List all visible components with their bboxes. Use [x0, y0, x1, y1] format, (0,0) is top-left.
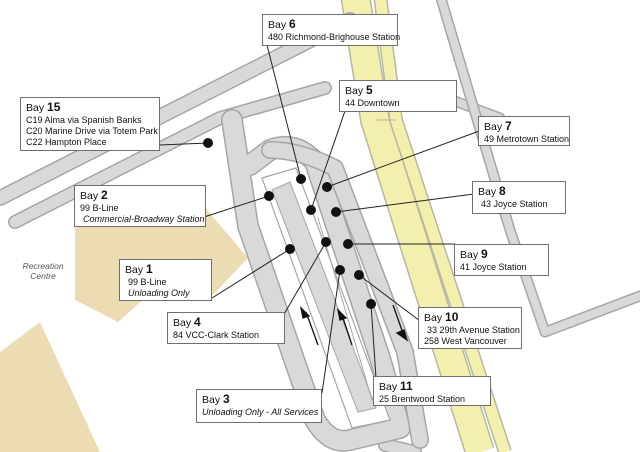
bay-number: 15: [47, 100, 61, 114]
bay1-marker: [285, 244, 295, 254]
bay-route-line: 84 VCC-Clark Station: [173, 330, 260, 340]
bay-heading: Bay 9: [460, 248, 543, 262]
bay-label: Bay: [478, 186, 497, 198]
bay-route-line: Commercial-Broadway Station: [83, 214, 205, 224]
bay-label: Bay: [460, 249, 479, 261]
bay-heading: Bay 11: [379, 380, 485, 394]
bay-route-line: C20 Marine Drive via Totem Park: [26, 126, 158, 136]
bay-heading: Bay 6: [268, 18, 392, 32]
bay-number: 6: [289, 17, 296, 31]
bay2-marker: [264, 191, 274, 201]
bay4-marker: [321, 237, 331, 247]
bay-number: 8: [499, 184, 506, 198]
bay9-marker: [343, 239, 353, 249]
bay-route-line: 41 Joyce Station: [460, 262, 527, 272]
bay-label: Bay: [379, 381, 398, 393]
bay-label: Bay: [125, 264, 144, 276]
bay-route-line: 480 Richmond-Brighouse Station: [268, 32, 401, 42]
bay-heading: Bay 15: [26, 101, 154, 115]
leader-lines: [159, 44, 483, 394]
bay-number: 9: [481, 247, 488, 261]
bay-number: 7: [505, 119, 512, 133]
bay-heading: Bay 7: [484, 120, 564, 134]
bay-number: 10: [445, 310, 459, 324]
bay-label: Bay: [173, 317, 192, 329]
bay-heading: Bay 8: [478, 185, 560, 199]
bay-route-line: 49 Metrotown Station: [484, 134, 570, 144]
bay-route-line: 99 B-Line: [80, 203, 119, 213]
bay-route-line: 43 Joyce Station: [481, 199, 548, 209]
bay8-marker: [331, 207, 341, 217]
bay-label: Bay: [80, 190, 99, 202]
bay-route-line: Unloading Only - All Services: [202, 407, 319, 417]
bay-markers: [203, 138, 376, 309]
bay7-marker: [322, 182, 332, 192]
bay-number: 3: [223, 392, 230, 406]
loop-inner-lane: [271, 181, 377, 413]
bay-label: Bay: [202, 394, 221, 406]
bay-route-line: C22 Hampton Place: [26, 137, 107, 147]
bay-number: 4: [194, 315, 201, 329]
bay-label: Bay: [268, 19, 287, 31]
bay15-marker: [203, 138, 213, 148]
direction-arrows: [299, 304, 409, 346]
bay-route-line: 33 29th Avenue Station: [427, 325, 520, 335]
bay-route-line: Unloading Only: [128, 288, 190, 298]
bay11-marker: [366, 299, 376, 309]
bay-number: 2: [101, 188, 108, 202]
bay-route-line: 258 West Vancouver: [424, 336, 507, 346]
bay-route-line: 99 B-Line: [128, 277, 167, 287]
bay-heading: Bay 2: [80, 189, 200, 203]
bay-label: Bay: [26, 102, 45, 114]
bay10-marker: [354, 270, 364, 280]
bay3-marker: [335, 265, 345, 275]
bay-heading: Bay 10: [424, 311, 516, 325]
bay-number: 1: [146, 262, 153, 276]
bay-label: Bay: [345, 85, 364, 97]
bay-heading: Bay 1: [125, 263, 206, 277]
bay6-marker: [296, 174, 306, 184]
bay-label: Bay: [484, 121, 503, 133]
bay-number: 11: [400, 379, 413, 393]
building-area: [0, 322, 100, 452]
bay5-marker: [306, 205, 316, 215]
bay-heading: Bay 4: [173, 316, 279, 330]
bay-number: 5: [366, 83, 373, 97]
bay-route-line: 25 Brentwood Station: [379, 394, 466, 404]
bay-route-line: C19 Alma via Spanish Banks: [26, 115, 142, 125]
recreation-centre-label: Recreation Centre: [22, 261, 64, 281]
bay-heading: Bay 5: [345, 84, 451, 98]
bay-heading: Bay 3: [202, 393, 316, 407]
bay-label: Bay: [424, 312, 443, 324]
bay-route-line: 44 Downtown: [345, 98, 400, 108]
